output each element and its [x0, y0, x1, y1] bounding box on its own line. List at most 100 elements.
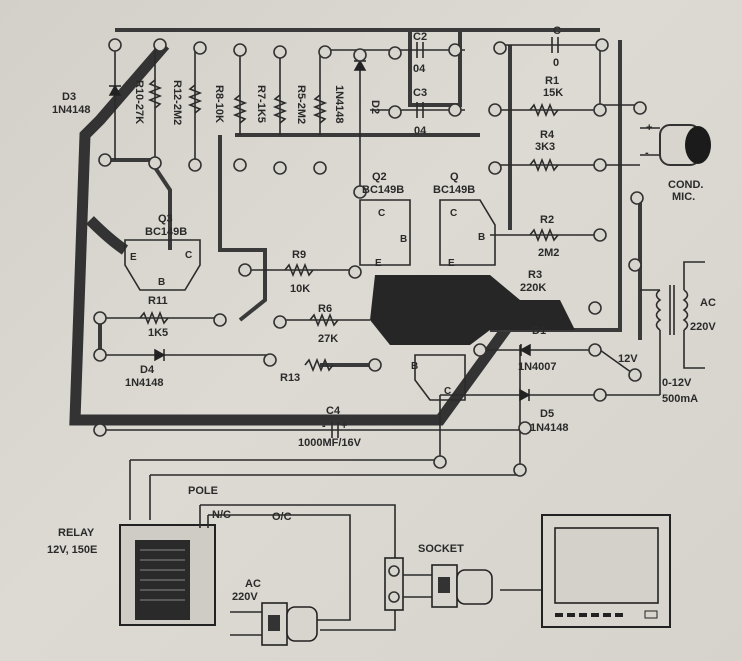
diode-d1 [519, 343, 531, 357]
label-c4-value: 1000MF/16V [298, 437, 362, 449]
capacitor-c3 [416, 102, 424, 118]
label-r6: R6 [318, 303, 332, 315]
resistor-r9 [284, 262, 314, 278]
q3-trace [100, 158, 172, 250]
pin-q1-e: E [448, 258, 455, 269]
diodes [108, 59, 531, 402]
label-secondary-current: 500mA [662, 393, 698, 405]
pin-q1-b: B [478, 232, 485, 243]
pin-q4-c: C [444, 386, 451, 397]
resistor-r1 [529, 102, 559, 118]
resistor-r12 [187, 84, 203, 114]
transistor-q2 [359, 199, 411, 266]
label-d2: D2 [369, 100, 381, 114]
label-pole: POLE [188, 485, 218, 497]
ground-plane [370, 275, 575, 345]
label-r10: R10-27K [133, 80, 145, 124]
label-r1: R1 [545, 75, 559, 87]
label-c-value: 0 [553, 57, 559, 69]
label-q1-value: BC149B [433, 184, 475, 196]
ground-trace-curve [86, 216, 129, 255]
label-nc: N/C [212, 509, 231, 521]
label-d3: D3 [62, 91, 76, 103]
label-r11-value: 1K5 [148, 327, 168, 339]
label-socket: SOCKET [418, 543, 464, 555]
resistor-r8 [232, 94, 248, 124]
ground-trace [69, 41, 525, 426]
label-d1: D1 [532, 325, 546, 337]
label-r5: R5-2M2 [295, 85, 307, 124]
resistors [139, 79, 559, 373]
label-q1: Q [450, 171, 459, 183]
diode-d5 [519, 388, 531, 402]
label-r11: R11 [148, 295, 168, 307]
resistor-r11 [139, 310, 169, 326]
resistor-r10 [147, 79, 163, 109]
r8-trace [218, 135, 267, 322]
wires [100, 44, 660, 631]
resistor-r6 [309, 312, 339, 328]
label-c: C [553, 25, 561, 37]
label-c2: C2 [413, 31, 427, 43]
label-c4-plus: + [341, 420, 347, 432]
transformer [640, 261, 705, 395]
resistor-r4 [529, 157, 559, 173]
label-r4-value: 3K3 [535, 141, 555, 153]
resistor-r2 [529, 227, 559, 243]
cap-trace [408, 30, 462, 107]
pin-q4-b: B [411, 361, 418, 372]
transistor-q4 [414, 354, 466, 401]
label-r2: R2 [540, 214, 554, 226]
label-d4: D4 [140, 364, 155, 376]
appliance-plug [403, 564, 493, 608]
pin-q3-e: E [130, 252, 137, 263]
label-d3-value: 1N4148 [52, 104, 91, 116]
label-r7: R7-1K5 [255, 85, 267, 123]
label-mains-voltage: 220V [232, 591, 258, 603]
label-r9: R9 [292, 249, 306, 261]
label-q3: Q3 [158, 213, 173, 225]
label-r1-value: 15K [543, 87, 563, 99]
label-r6-value: 27K [318, 333, 338, 345]
label-relay-rating: 12V, 150E [47, 544, 97, 556]
pin-q2-b: B [400, 234, 407, 245]
label-mic-plus: + [646, 122, 652, 134]
capacitor-c4 [331, 422, 339, 438]
label-r13: R13 [280, 372, 300, 384]
socket [384, 557, 404, 611]
label-r2-value: 2M2 [538, 247, 559, 259]
label-ac-primary-voltage: 220V [690, 321, 716, 333]
label-q2-value: BC149B [362, 184, 404, 196]
label-r3: R3 [528, 269, 542, 281]
label-ac-primary: AC [700, 297, 716, 309]
pin-q3-b: B [158, 277, 165, 288]
label-secondary: 0-12V [662, 377, 692, 389]
diode-d4 [154, 348, 166, 362]
capacitor-c [551, 37, 559, 53]
label-r4: R4 [540, 129, 555, 141]
diode-d3 [108, 84, 122, 96]
transistors [124, 199, 496, 401]
label-oc: O/C [272, 511, 292, 523]
label-q3-value: BC149B [145, 226, 187, 238]
label-q2: Q2 [372, 171, 387, 183]
label-d4-value: 1N4148 [125, 377, 164, 389]
label-c4: C4 [326, 405, 341, 417]
label-mic-minus: - [645, 147, 649, 159]
capacitors [331, 37, 559, 438]
label-d5: D5 [540, 408, 554, 420]
diode-d2 [353, 59, 367, 71]
resistor-r13 [304, 357, 334, 373]
relay [119, 505, 216, 626]
label-d1-value: 1N4007 [518, 361, 557, 373]
label-c4-minus: - [322, 420, 326, 432]
label-mic-line2: MIC. [672, 191, 695, 203]
capacitor-c2 [416, 42, 424, 58]
resistor-r7 [272, 94, 288, 124]
labels: D3 1N4148 R10-27K R12-2M2 R8-10K R7-1K5 … [47, 25, 716, 603]
mains-plug [230, 602, 318, 646]
transistor-q3 [124, 239, 201, 291]
label-r3-value: 220K [520, 282, 546, 294]
pin-q2-e: E [375, 258, 382, 269]
